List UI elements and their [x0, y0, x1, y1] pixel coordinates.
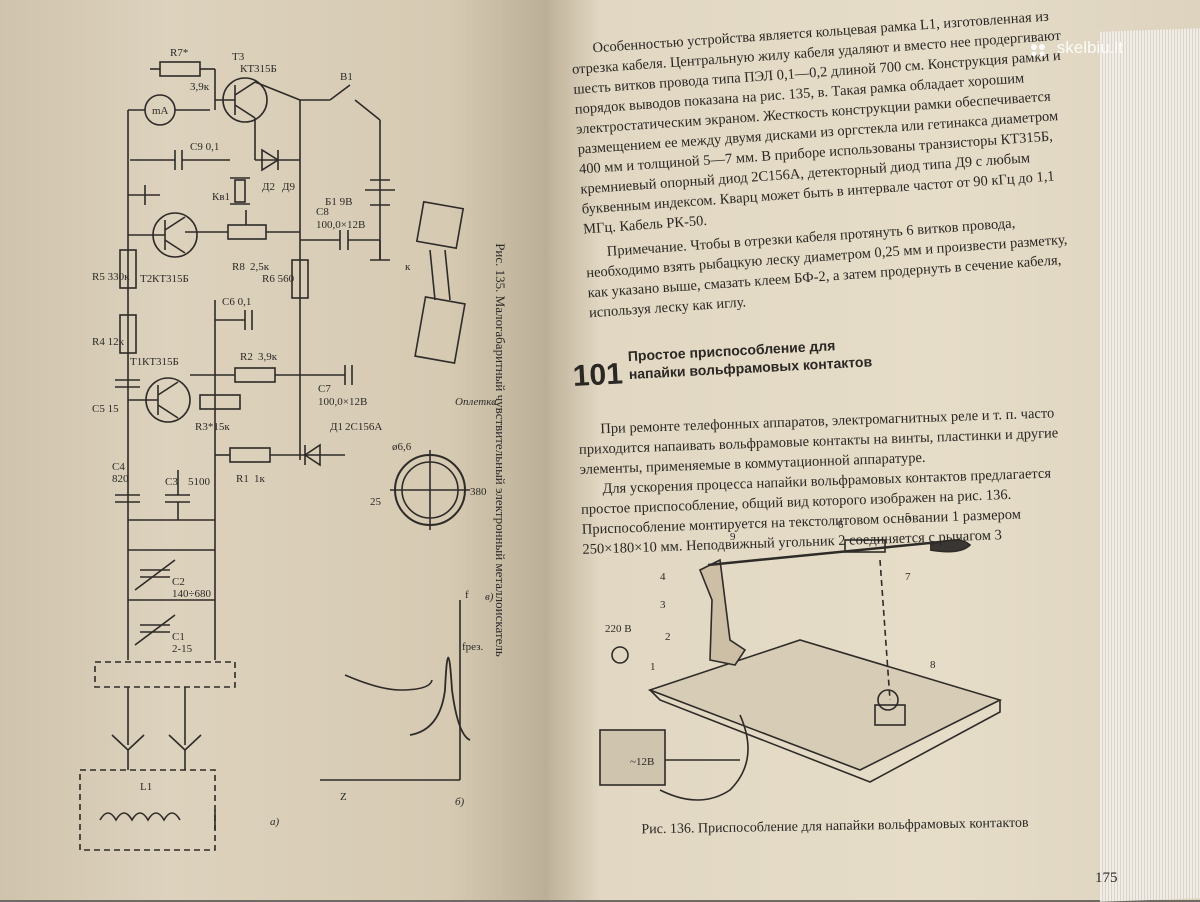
label-R5: R5 330к	[92, 271, 130, 283]
label-T1v: КТ315Б	[142, 356, 179, 368]
label-L1: L1	[140, 781, 152, 793]
label-d6: ø6,6	[392, 441, 412, 453]
label-D1v: 2С156А	[345, 421, 382, 433]
label-C4v: 820	[112, 473, 129, 485]
label-R2: R2	[240, 351, 253, 363]
label-R8: R8	[232, 261, 245, 273]
label-T2v: КТ315Б	[152, 273, 189, 285]
label-C8v: 100,0×12В	[316, 219, 365, 231]
label-C6: C6 0,1	[222, 296, 251, 308]
label-d25: 25	[370, 496, 382, 508]
watermark-logo-icon	[1030, 42, 1052, 57]
soldering-device-drawing	[599, 538, 1003, 801]
label-C1v: 2-15	[172, 643, 193, 655]
watermark-text: skelbiu.lt	[1056, 38, 1123, 57]
fig-label-2: 2	[665, 631, 671, 643]
label-Kv1: Кв1	[212, 191, 230, 203]
label-R6: R6 560	[262, 273, 295, 285]
label-C7: C7	[318, 383, 331, 395]
label-C3: C3	[165, 476, 178, 488]
label-C1: C1	[172, 631, 185, 643]
label-T3v: КТ315Б	[240, 63, 277, 75]
label-a: а)	[270, 816, 280, 828]
label-C3v: 5100	[188, 476, 211, 488]
fig-label-6: 6	[838, 519, 844, 531]
label-d380: 380	[470, 486, 487, 498]
label-R4: R4 12к	[92, 336, 125, 348]
label-v: в)	[485, 591, 494, 603]
label-R7: R7*	[170, 47, 188, 59]
label-C2v: 140÷680	[172, 588, 212, 600]
label-k: к	[405, 261, 411, 273]
label-f: f	[465, 589, 469, 601]
section-body: При ремонте телефонных аппаратов, электр…	[578, 403, 1073, 560]
label-R1: R1	[236, 473, 249, 485]
label-D1: Д1	[330, 421, 343, 433]
label-C7v: 100,0×12В	[318, 396, 367, 408]
label-B1: В1	[340, 71, 353, 83]
page-number: 175	[1095, 870, 1118, 886]
label-T3: T3	[232, 51, 245, 63]
label-R2v: 3,9к	[258, 351, 278, 363]
fig-label-8: 8	[930, 659, 936, 671]
label-mA: mA	[152, 105, 169, 117]
watermark: skelbiu.lt	[1030, 38, 1123, 58]
section-number: 101	[572, 357, 624, 393]
figure-135-caption: Рис. 135. Малогабаритный чувствительный …	[493, 243, 508, 657]
label-C4: C4	[112, 461, 125, 473]
label-D2: Д2	[262, 181, 275, 193]
label-C8: C8	[316, 206, 329, 218]
fig-label-12v: ~12В	[630, 756, 654, 768]
label-b: б)	[455, 796, 465, 808]
paragraph-1: Особенностью устройства является кольцев…	[571, 8, 1062, 238]
fig-label-4: 4	[660, 571, 666, 583]
fig-label-5: 5	[905, 511, 911, 523]
intro-text: Особенностью устройства является кольцев…	[570, 5, 1089, 323]
label-R8v: 2,5к	[250, 261, 270, 273]
label-B1bat: Б1 9В	[325, 196, 352, 208]
label-T1: T1	[130, 356, 142, 368]
fig-label-1: 1	[650, 661, 656, 673]
label-R3: R3*15к	[195, 421, 230, 433]
label-C9: C9 0,1	[190, 141, 219, 153]
fig-label-9: 9	[730, 531, 736, 543]
label-T2: T2	[140, 273, 152, 285]
label-C5: C5 15	[92, 403, 119, 415]
label-D2v: Д9	[282, 181, 296, 193]
label-C2: C2	[172, 576, 185, 588]
label-fres: fрез.	[462, 641, 484, 653]
fig-label-7: 7	[905, 571, 911, 583]
label-R1v: 1к	[254, 473, 266, 485]
label-R7v: 3,9к	[190, 81, 210, 93]
left-page	[0, 0, 560, 900]
fig-label-220v: 220 В	[605, 623, 632, 635]
label-Z: Z	[340, 791, 347, 803]
label-braid: Оплетка	[455, 396, 497, 408]
paragraph-3: Для ускорения процесса напайки вольфрамо…	[580, 465, 1052, 558]
fig-label-3: 3	[660, 599, 666, 611]
